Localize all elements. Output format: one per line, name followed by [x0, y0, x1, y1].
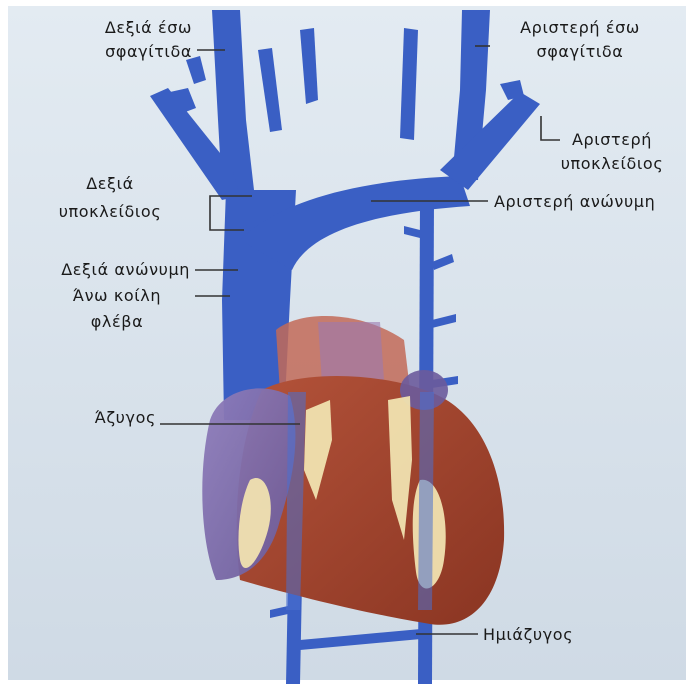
label-hemiazygos: Ημιάζυγος [483, 623, 573, 647]
label-left-subclavian-1: Αριστερή [552, 128, 672, 152]
label-azygos: Άζυγος [60, 406, 156, 430]
aortic-arch-segment [318, 322, 384, 384]
label-left-brachiocephalic: Αριστερή ανώνυμη [494, 190, 655, 214]
label-right-internal-jugular-1: Δεξιά έσω [72, 16, 192, 40]
label-left-subclavian-2: υποκλείδιος [552, 152, 672, 176]
label-right-subclavian-2: υποκλείδιος [30, 200, 190, 224]
label-superior-vena-cava-2: φλέβα [42, 310, 192, 334]
label-superior-vena-cava-1: Άνω κοίλη [42, 284, 192, 308]
label-right-brachiocephalic: Δεξιά ανώνυμη [30, 258, 190, 282]
label-left-internal-jugular-2: σφαγίτιδα [500, 40, 660, 64]
label-left-internal-jugular-1: Αριστερή έσω [500, 16, 660, 40]
label-right-internal-jugular-2: σφαγίτιδα [72, 40, 192, 64]
label-right-subclavian-1: Δεξιά [30, 172, 190, 196]
